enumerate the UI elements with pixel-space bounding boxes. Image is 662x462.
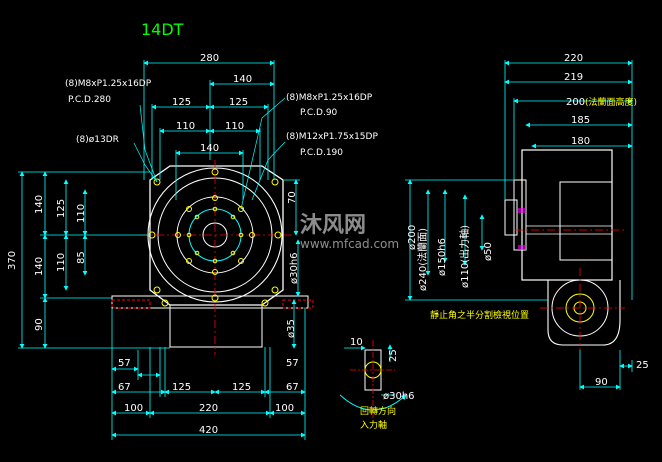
front-view xyxy=(18,60,314,440)
dim-125-bottom-left: 125 xyxy=(172,382,191,393)
dim-57-left: 57 xyxy=(118,358,131,369)
side-dim-150h6: ø150h6 xyxy=(437,238,448,276)
dim-100-right: 100 xyxy=(275,403,294,414)
dim-280: 280 xyxy=(200,53,219,64)
mounting-holes xyxy=(148,168,282,307)
shaft-dim-25: 25 xyxy=(388,349,399,362)
side-dim-240: ø240(法蘭面) xyxy=(416,228,429,291)
callout-m12-pcd190-line2: P.C.D.190 xyxy=(300,148,343,158)
dim-85: 85 xyxy=(76,251,87,264)
input-shaft-label: 入力軸 xyxy=(360,419,387,431)
shaft-dim-10: 10 xyxy=(350,337,363,348)
dim-110-up: 110 xyxy=(76,204,87,223)
front-view-dimension-labels: 280 140 125 125 110 110 140 57 57 67 125… xyxy=(7,53,300,436)
callout-m12-pcd190-line1: (8)M12xP1.75x15DP xyxy=(286,132,378,142)
side-view-lower-housing xyxy=(547,280,621,346)
front-view-left-shaft xyxy=(111,299,151,309)
rotation-direction-label: 回轉方向 xyxy=(360,405,396,417)
dim-30h6: ø30h6 xyxy=(289,252,300,284)
side-view xyxy=(405,60,633,390)
dim-125-bottom-right: 125 xyxy=(232,382,251,393)
dim-370: 370 xyxy=(7,251,18,270)
dim-140-top: 140 xyxy=(233,74,252,85)
side-view-dimension-labels: 220 219 200 (法蘭面高度) 185 180 90 25 ø240(法… xyxy=(407,53,649,388)
dim-35: ø35 xyxy=(286,319,297,338)
shaft-dim-30h6: ø30h6 xyxy=(383,391,415,402)
side-dim-25: 25 xyxy=(636,360,649,371)
side-dim-200-note: (法蘭面高度) xyxy=(585,96,637,108)
side-view-note: 靜止角之半分割檢視位置 xyxy=(430,309,529,321)
dim-125-left: 125 xyxy=(172,97,191,108)
front-view-right-shaft xyxy=(282,299,314,309)
callout-m8-pcd280-line2: P.C.D.280 xyxy=(68,95,111,105)
dim-57-right: 57 xyxy=(286,358,299,369)
dim-110-right: 110 xyxy=(225,121,244,132)
watermark: 沐风网 www.mfcad.com xyxy=(300,213,399,251)
shaft-detail-view xyxy=(339,340,407,420)
rotation-direction-arc xyxy=(339,394,407,411)
dim-110-left: 110 xyxy=(176,121,195,132)
drawing-title: 14DT xyxy=(141,20,184,39)
side-dim-180: 180 xyxy=(571,136,590,147)
dim-220-bottom: 220 xyxy=(199,403,218,414)
dim-90: 90 xyxy=(34,318,45,331)
callout-m8-pcd90-line2: P.C.D.90 xyxy=(300,108,338,118)
shaft-detail-captions: 回轉方向 入力軸 xyxy=(360,405,396,431)
shaft-detail-labels: 10 25 ø30h6 xyxy=(350,337,415,402)
dim-140-mid: 140 xyxy=(200,143,219,154)
watermark-logo-text: 沐风网 xyxy=(300,213,366,238)
side-dim-200-vertical: ø200 xyxy=(407,225,418,250)
side-dim-50: ø50 xyxy=(483,242,494,261)
dim-420: 420 xyxy=(199,425,218,436)
side-dim-200: 200 xyxy=(566,97,585,108)
dim-70: 70 xyxy=(287,191,298,204)
callout-m8-pcd280-line1: (8)M8xP1.25x16DP xyxy=(65,79,152,89)
side-dim-219: 219 xyxy=(564,72,583,83)
callout-13dr: (8)ø13DR xyxy=(76,135,119,145)
dim-100-left: 100 xyxy=(124,403,143,414)
side-dim-90: 90 xyxy=(595,377,608,388)
dim-125-right: 125 xyxy=(229,97,248,108)
front-view-callouts: (8)M8xP1.25x16DP P.C.D.280 (8)M8xP1.25x1… xyxy=(65,79,378,158)
dim-110-down: 110 xyxy=(56,253,67,272)
dim-140-down: 140 xyxy=(34,257,45,276)
side-view-flange xyxy=(513,179,527,251)
dim-140-up: 140 xyxy=(34,195,45,214)
dim-67-right: 67 xyxy=(286,382,299,393)
front-view-lower-housing xyxy=(169,304,263,348)
side-view-output-shaft xyxy=(504,199,518,236)
dim-67-left: 67 xyxy=(118,382,131,393)
front-view-body-outline xyxy=(149,165,284,306)
dim-125-vertical: 125 xyxy=(56,199,67,218)
side-dim-110: ø110(出力軸) xyxy=(458,225,471,288)
side-dim-185: 185 xyxy=(571,115,590,126)
callout-m8-pcd90-line1: (8)M8xP1.25x16DP xyxy=(286,93,373,103)
side-dim-220: 220 xyxy=(564,53,583,64)
watermark-url: www.mfcad.com xyxy=(300,237,399,251)
